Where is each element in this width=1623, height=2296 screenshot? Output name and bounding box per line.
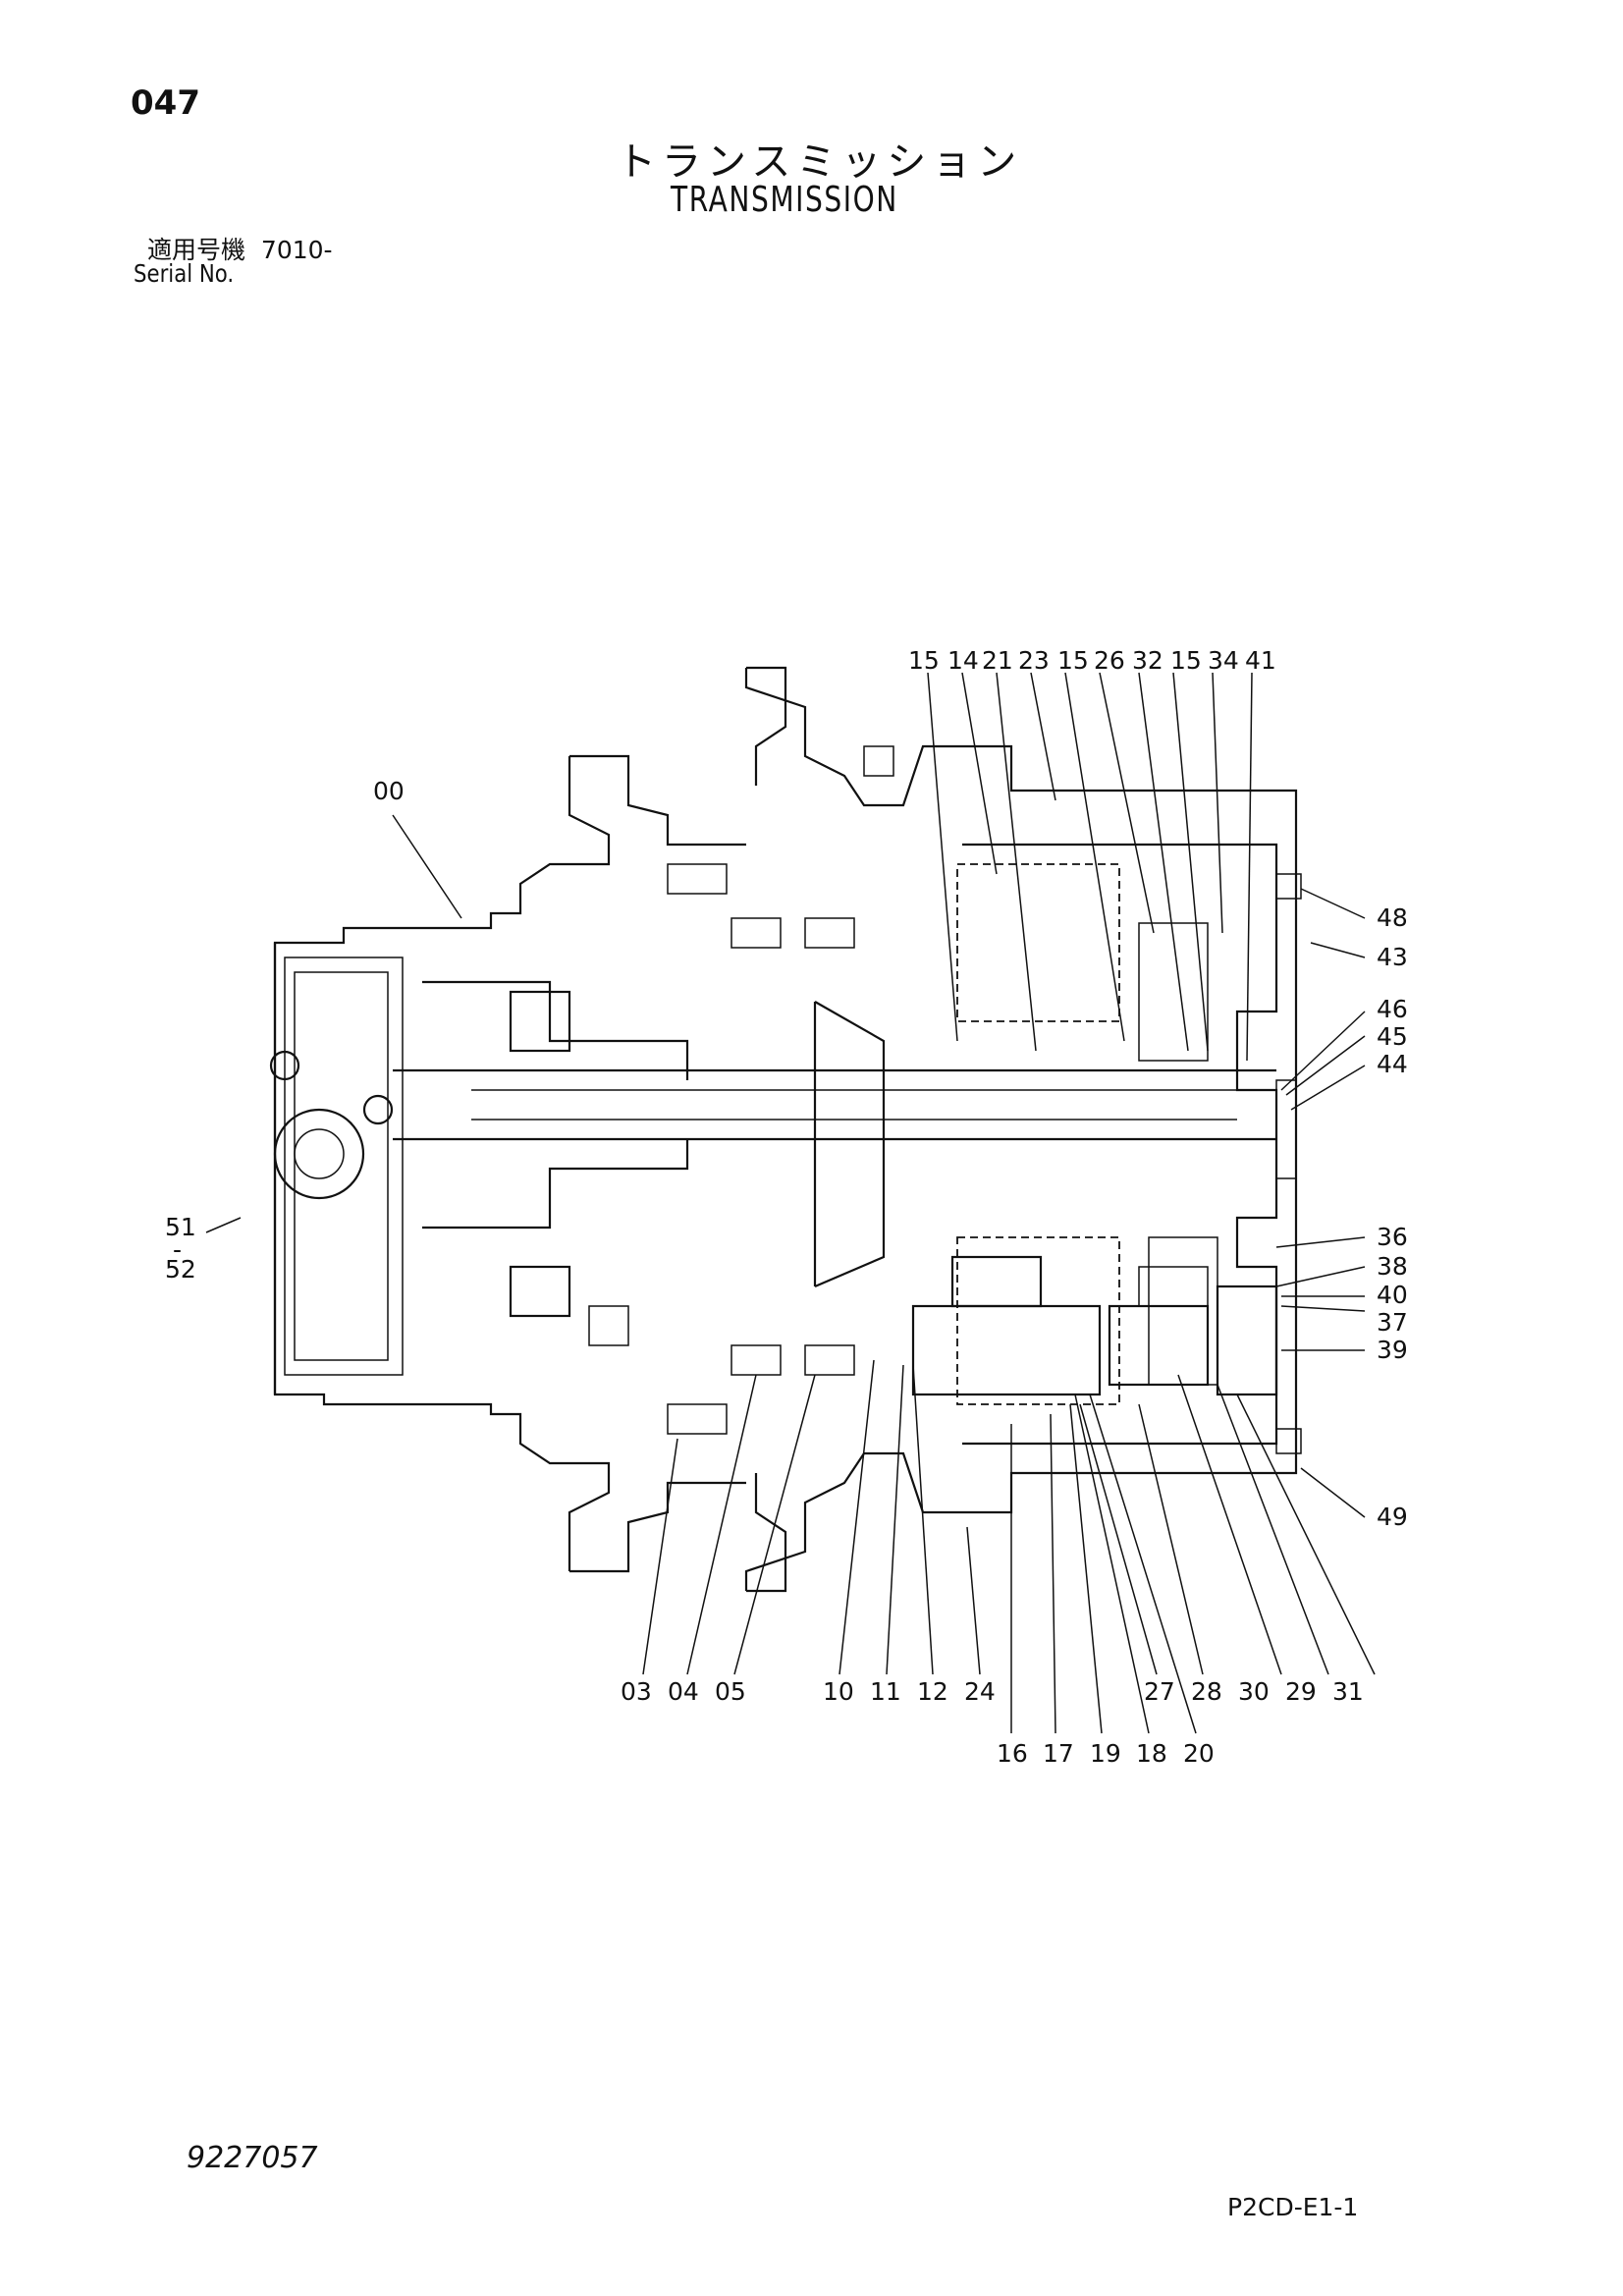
callout-52: 52 — [165, 1255, 196, 1284]
callout-51: 51 — [165, 1213, 196, 1241]
housing-outline — [273, 666, 1298, 1593]
page-code: P2CD-E1-1 — [1227, 2193, 1359, 2221]
bearings — [667, 745, 1302, 1454]
callout-37: 37 — [1377, 1308, 1408, 1337]
callout-15-c: 15 — [1170, 646, 1202, 675]
title-english: TRANSMISSION — [671, 180, 898, 220]
callout-18: 18 — [1136, 1739, 1167, 1768]
callout-30: 30 — [1238, 1677, 1270, 1706]
callout-49: 49 — [1377, 1503, 1408, 1531]
leader-lines-left — [205, 814, 462, 1233]
callout-03: 03 — [621, 1677, 652, 1706]
planetary-gear — [911, 1255, 1278, 1396]
title-japanese: トランスミッション — [617, 139, 1023, 185]
leader-lines-bottom — [642, 1359, 1376, 1734]
callout-43: 43 — [1377, 943, 1408, 971]
callout-20: 20 — [1183, 1739, 1215, 1768]
callout-12: 12 — [917, 1677, 948, 1706]
callout-26: 26 — [1094, 646, 1125, 675]
callout-46: 46 — [1377, 995, 1408, 1023]
page-number: 047 — [131, 83, 200, 123]
document-code: 9227057 — [187, 2141, 318, 2175]
callout-16: 16 — [997, 1739, 1028, 1768]
leader-lines-right — [1275, 888, 1366, 1518]
callout-11: 11 — [870, 1677, 901, 1706]
callout-14: 14 — [947, 646, 979, 675]
callout-45: 45 — [1377, 1022, 1408, 1051]
callout-36: 36 — [1377, 1223, 1408, 1251]
callout-41: 41 — [1245, 646, 1276, 675]
ring-gear — [956, 843, 1278, 1446]
callout-05: 05 — [715, 1677, 746, 1706]
callout-34: 34 — [1208, 646, 1239, 675]
callout-28: 28 — [1191, 1677, 1222, 1706]
callout-00: 00 — [373, 777, 405, 805]
callout-32: 32 — [1132, 646, 1163, 675]
callout-40: 40 — [1377, 1281, 1408, 1309]
leader-lines-top — [927, 672, 1253, 1062]
callout-range-dash: - — [173, 1235, 183, 1264]
callout-48: 48 — [1377, 903, 1408, 932]
serial-applicability: 適用号機 7010- — [147, 231, 333, 266]
motor-section — [269, 980, 689, 1346]
serial-value: 7010- — [260, 236, 333, 264]
callout-39: 39 — [1377, 1336, 1408, 1364]
serial-label-jp: 適用号機 — [147, 236, 246, 264]
callout-31: 31 — [1332, 1677, 1364, 1706]
callout-17: 17 — [1043, 1739, 1074, 1768]
callout-27: 27 — [1144, 1677, 1175, 1706]
callout-15-a: 15 — [908, 646, 940, 675]
callout-15-b: 15 — [1057, 646, 1089, 675]
callout-44: 44 — [1377, 1050, 1408, 1078]
callout-38: 38 — [1377, 1252, 1408, 1281]
callout-10: 10 — [823, 1677, 854, 1706]
callout-04: 04 — [668, 1677, 699, 1706]
callout-23: 23 — [1018, 646, 1050, 675]
callout-29: 29 — [1285, 1677, 1317, 1706]
callout-24: 24 — [964, 1677, 996, 1706]
serial-label-en: Serial No. — [134, 259, 235, 288]
callout-19: 19 — [1090, 1739, 1121, 1768]
callout-21: 21 — [982, 646, 1013, 675]
main-shaft — [393, 1001, 1276, 1288]
